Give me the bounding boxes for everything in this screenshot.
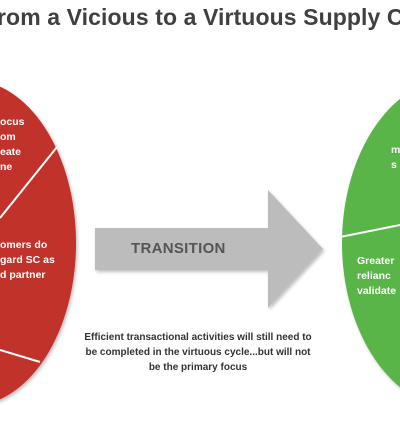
virtuous-divider-1 [339, 224, 400, 238]
transition-arrow [95, 190, 323, 308]
vicious-segment-2-text: omers do gard SC as d partner [0, 239, 55, 281]
virtuous-segment-2-text: Greater relianc validate [357, 255, 397, 297]
vicious-divider-2 [0, 349, 41, 363]
vicious-circle-shape [0, 86, 76, 400]
footnote: Efficient transactional activities will … [84, 332, 312, 373]
virtuous-segment-1-text: m s [391, 144, 400, 171]
slide-title: rom a Vicious to a Virtuous Supply C [0, 4, 400, 30]
vicious-segment-1-text: ocus om eate ne [0, 116, 25, 173]
vicious-cycle-circle [0, 86, 76, 400]
vicious-divider-1 [0, 146, 58, 219]
virtuous-circle-shape [342, 98, 400, 388]
transition-label: TRANSITION [131, 240, 226, 257]
virtuous-cycle-circle [339, 98, 400, 388]
